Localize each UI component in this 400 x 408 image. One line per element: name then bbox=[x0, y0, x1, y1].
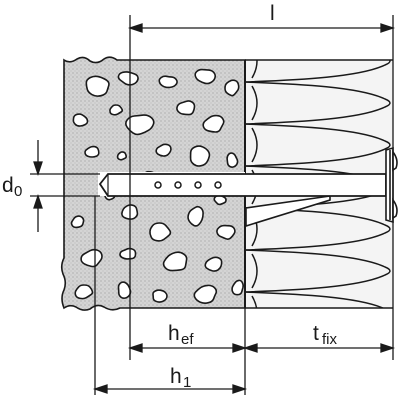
anchor-shaft bbox=[98, 173, 387, 197]
aggregate-stone bbox=[189, 145, 211, 167]
label-drill-depth: h 1 bbox=[170, 365, 191, 391]
insulation-fold bbox=[251, 295, 258, 308]
aggregate-stone bbox=[70, 215, 85, 229]
aggregate-stone bbox=[162, 251, 188, 272]
svg-text:0: 0 bbox=[14, 183, 22, 200]
dimension-arrows bbox=[33, 23, 396, 394]
svg-text:fix: fix bbox=[322, 331, 338, 348]
anchor-wedge bbox=[245, 195, 331, 228]
svg-text:d: d bbox=[2, 174, 14, 197]
insulation-fold bbox=[251, 127, 258, 163]
insulation-layer bbox=[245, 207, 391, 251]
aggregate-stone bbox=[231, 279, 244, 296]
insulation-layer bbox=[245, 249, 391, 293]
label-drill-diameter: d 0 bbox=[2, 174, 22, 200]
insulation-layer bbox=[245, 291, 385, 308]
svg-text:t: t bbox=[313, 322, 319, 345]
aggregate-stone bbox=[149, 222, 172, 242]
aggregate-stone bbox=[216, 224, 236, 240]
label-fixture-thickness: t fix bbox=[313, 322, 338, 348]
aggregate-stone bbox=[152, 289, 168, 303]
insulation-fold bbox=[251, 85, 258, 121]
aggregate-stone bbox=[84, 145, 100, 158]
aggregate-stone bbox=[213, 194, 227, 206]
svg-text:h: h bbox=[170, 365, 182, 388]
svg-text:1: 1 bbox=[183, 374, 191, 391]
aggregate-stone bbox=[193, 284, 218, 304]
insulation-layer bbox=[245, 60, 391, 83]
insulation-fold bbox=[251, 60, 258, 79]
aggregate-stone bbox=[119, 247, 137, 260]
expansion-holes bbox=[154, 181, 222, 189]
dimension-lines bbox=[30, 15, 394, 395]
aggregate-stone bbox=[158, 75, 178, 89]
label-embedment-depth: h ef bbox=[168, 322, 194, 348]
insulation-layer bbox=[245, 123, 391, 167]
aggregate-stone bbox=[202, 114, 225, 133]
aggregate-stone bbox=[125, 114, 155, 136]
aggregate-stone bbox=[116, 151, 128, 161]
aggregate-stone bbox=[187, 205, 204, 227]
aggregate-stone bbox=[109, 104, 124, 116]
aggregate-stone bbox=[117, 71, 139, 86]
anchor-plate bbox=[385, 146, 398, 224]
aggregate-stone bbox=[80, 248, 103, 268]
aggregate-stone bbox=[85, 75, 110, 97]
aggregate-stone bbox=[72, 113, 89, 127]
aggregate-stone bbox=[226, 152, 239, 168]
aggregate-stone bbox=[176, 100, 196, 116]
insulation-anchor bbox=[98, 146, 398, 228]
aggregate-stone bbox=[204, 256, 223, 272]
insulation-fold bbox=[251, 253, 258, 289]
svg-text:ef: ef bbox=[181, 331, 194, 348]
svg-text:h: h bbox=[168, 322, 180, 345]
aggregate-stone bbox=[224, 79, 240, 97]
aggregate-stone bbox=[194, 68, 217, 85]
insulation-layer bbox=[245, 81, 391, 125]
label-total-length: l bbox=[270, 2, 275, 25]
aggregate-stone bbox=[74, 284, 94, 300]
aggregate-stone bbox=[155, 143, 172, 157]
